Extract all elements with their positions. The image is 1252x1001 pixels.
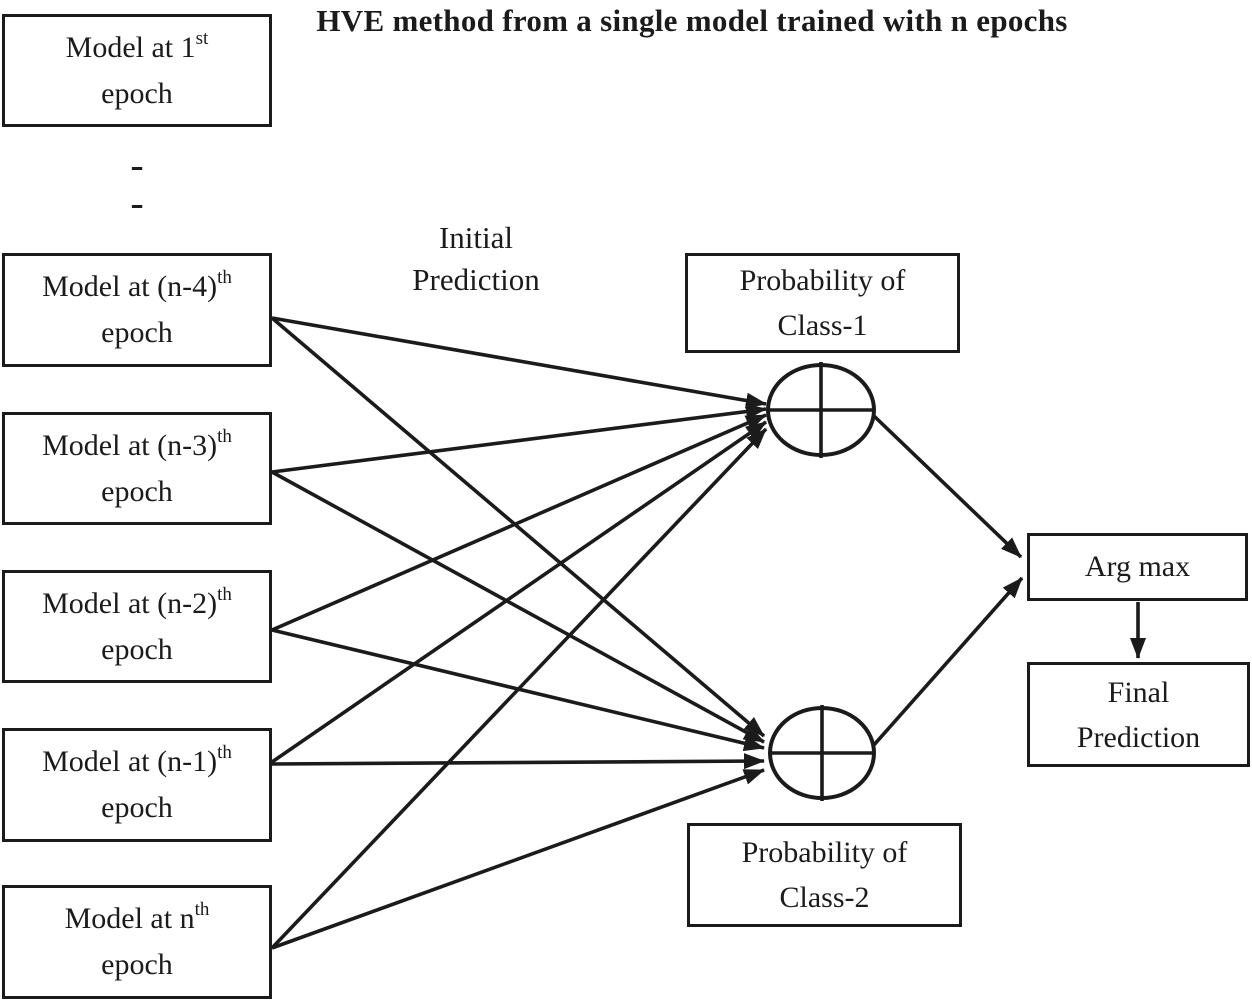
edge-sum1-to-argmax: [872, 414, 1023, 559]
edge-model-n1-to-sum2: [271, 753, 765, 770]
argmax-label: Arg max: [1084, 550, 1191, 583]
model-epoch-n3-label-line1: Model at (n-3)th: [42, 425, 232, 462]
model-epoch-n4-label-line2: epoch: [101, 316, 173, 349]
diagram-title: HVE method from a single model trained w…: [316, 3, 1068, 38]
model-epoch-1-label-line1: Model at 1st: [65, 27, 209, 64]
probability-class2-box: Probability of Class-2: [687, 823, 962, 927]
sum-node-class2-icon: [768, 705, 876, 801]
argmax-box: Arg max: [1027, 533, 1248, 601]
ordinal-superscript: th: [217, 425, 232, 447]
probability-class1-line1: Probability of: [739, 264, 906, 297]
model-epoch-n4-label-line1: Model at (n-4)th: [42, 267, 232, 303]
edge-sum2-to-argmax: [871, 576, 1024, 748]
edge-model-n1-to-sum1: [270, 420, 768, 764]
sum-node-class1-icon: [766, 362, 876, 458]
edge-model-n2-to-sum2: [271, 628, 765, 752]
ellipsis-dashes: - -: [2, 142, 272, 225]
ellipsis-dash: -: [130, 142, 144, 187]
probability-class2-line2: Class-2: [779, 881, 870, 914]
ordinal-superscript: st: [195, 27, 209, 49]
model-epoch-1-label-line2: epoch: [101, 76, 173, 110]
ordinal-superscript: th: [217, 267, 232, 288]
model-epoch-n1-label-line1: Model at (n-1)th: [42, 742, 232, 778]
model-epoch-n4-box: Model at (n-4)th epoch: [2, 253, 272, 367]
probability-class2-line1: Probability of: [741, 836, 908, 869]
model-epoch-n2-label-line1: Model at (n-2)th: [42, 583, 232, 620]
ordinal-superscript: th: [217, 742, 232, 763]
final-prediction-box: Final Prediction: [1027, 662, 1250, 767]
initial-prediction-label: Initial Prediction: [366, 217, 586, 301]
final-prediction-line1: Final: [1107, 675, 1170, 709]
ellipsis-dash: -: [130, 180, 144, 225]
model-epoch-n3-label-line2: epoch: [101, 474, 173, 508]
probability-class1-box: Probability of Class-1: [685, 253, 960, 353]
model-epoch-n-label-line1: Model at nth: [64, 899, 210, 935]
edge-model-n-to-sum2: [271, 768, 765, 950]
initial-prediction-line1: Initial: [438, 220, 514, 255]
initial-prediction-line2: Prediction: [412, 262, 540, 297]
model-epoch-n1-box: Model at (n-1)th epoch: [2, 728, 272, 842]
model-epoch-1-box: Model at 1st epoch: [2, 14, 272, 127]
model-epoch-n3-box: Model at (n-3)th epoch: [2, 412, 272, 525]
model-epoch-n-box: Model at nth epoch: [2, 885, 272, 999]
ordinal-superscript: th: [217, 583, 232, 605]
edge-model-n3-to-sum2: [271, 470, 765, 744]
edge-model-n4-to-sum1: [271, 316, 767, 409]
model-epoch-n2-box: Model at (n-2)th epoch: [2, 570, 272, 683]
edge-model-n4-to-sum2: [270, 316, 766, 738]
edge-model-n3-to-sum1: [271, 403, 767, 474]
model-epoch-n-label-line2: epoch: [101, 948, 173, 981]
model-epoch-n2-label-line2: epoch: [101, 632, 173, 666]
probability-class1-line2: Class-1: [777, 309, 868, 342]
ordinal-superscript: th: [194, 899, 210, 920]
final-prediction-line2: Prediction: [1076, 720, 1201, 754]
edge-model-n2-to-sum1: [271, 413, 767, 632]
model-epoch-n1-label-line2: epoch: [101, 791, 173, 824]
